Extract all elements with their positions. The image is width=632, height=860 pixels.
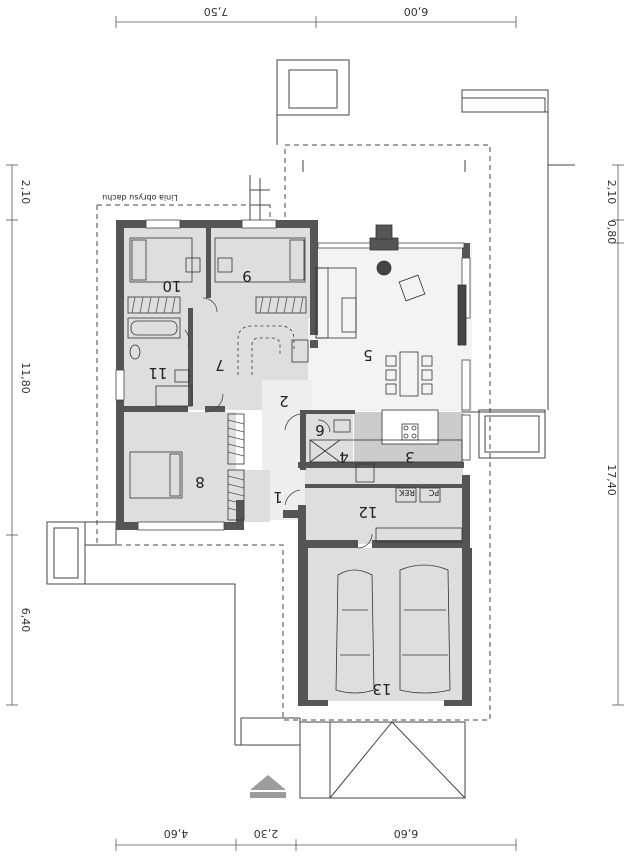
dim-right-1: 2,10 [605,180,618,205]
room-11-fill [124,318,199,408]
room-label-9: 9 [242,267,252,285]
room-label-11: 11 [148,364,167,382]
dim-right-3: 17,40 [605,464,618,496]
entrance-arrow-icon [250,775,286,798]
chimney-steps [249,175,270,226]
top-dimension-line [115,16,517,28]
right-dimension-line [612,164,624,706]
room-label-3: 3 [405,448,415,466]
roof-outline [96,144,491,721]
appliance-label-pc: PC [428,488,439,497]
room-label-5: 5 [363,346,373,364]
room-label-10: 10 [162,277,181,295]
dim-left-3: 6,40 [19,608,32,633]
dim-left-2: 11,80 [19,362,32,394]
room-label-8: 8 [195,473,205,491]
dim-top-2: 6,00 [404,5,429,18]
roof-outline-label: Linia obrysu dachu [102,193,178,202]
dim-bottom-3: 6,60 [394,827,419,840]
furniture [127,224,467,694]
dim-bottom-1: 4,60 [164,827,189,840]
room-12-fill [305,462,463,544]
doors [184,297,373,549]
room-label-7: 7 [215,356,225,374]
left-dimension-line [6,164,18,706]
dim-left-1: 2,10 [19,180,32,205]
bottom-dimension-line [115,839,517,851]
dim-top-1: 7,50 [204,5,229,18]
roof-ticks [302,160,466,172]
room-label-4: 4 [339,448,349,466]
dim-bottom-2: 2,30 [254,827,279,840]
room-label-1: 1 [273,488,283,506]
terraces [46,59,575,799]
room-label-2: 2 [279,392,289,410]
appliance-label-rek: REK [398,488,415,497]
room-label-13: 13 [372,680,391,698]
room-fills [124,228,472,701]
dim-right-2: 0,80 [605,220,618,245]
room-13-fill [308,548,463,701]
room-label-6: 6 [315,421,325,439]
room-label-12: 12 [358,503,377,521]
